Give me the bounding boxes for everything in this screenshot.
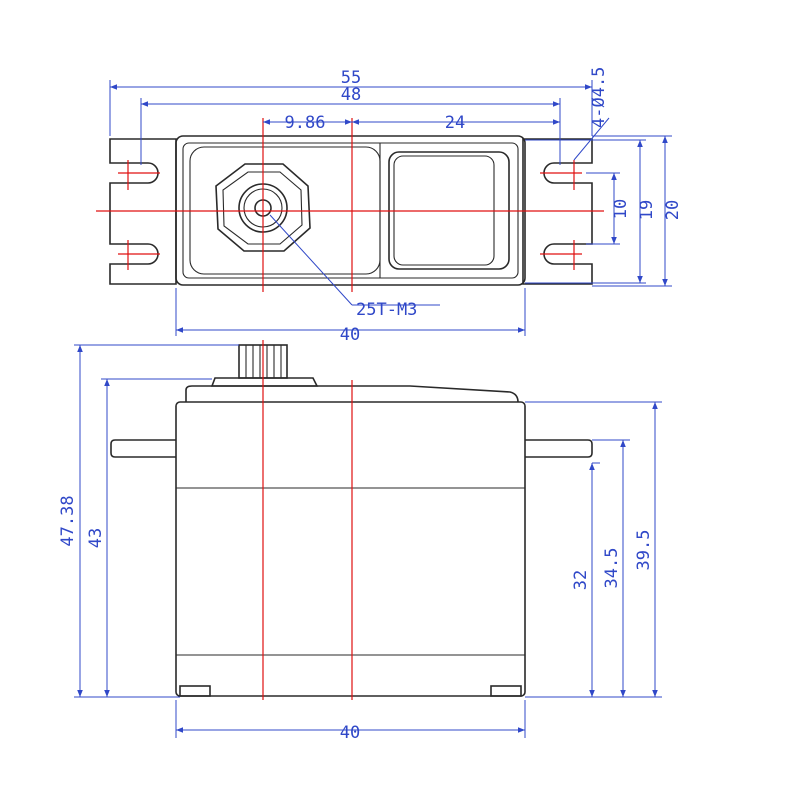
mounting-flange <box>109 138 177 285</box>
dim-mount-34-5: 34.5 <box>602 548 622 589</box>
front-view: 55 48 9.86 24 4-Ø4.5 10 19 20 25T-M3 <box>96 67 683 345</box>
dim-body-width-bottom: 40 <box>340 723 360 743</box>
foot-right <box>490 685 522 697</box>
output-boss-side <box>210 377 319 387</box>
case-body <box>175 401 526 697</box>
output-boss <box>215 163 311 252</box>
output-boss-inner <box>222 171 303 245</box>
dim-hole-vertical: 10 <box>611 199 631 219</box>
side-view: 47.38 43 32 34.5 39.5 40 <box>58 340 662 743</box>
dim-hole-spacing: 48 <box>341 85 361 105</box>
dim-overall-width: 55 <box>341 68 361 88</box>
dim-mount-39-5: 39.5 <box>634 530 654 571</box>
spline-label: 25T-M3 <box>356 300 417 320</box>
dim-body-depth: 19 <box>637 200 657 220</box>
dim-body-width-top: 40 <box>340 325 360 345</box>
dim-mount-32: 32 <box>571 570 591 590</box>
leader-line <box>573 117 610 161</box>
flange-right <box>525 439 593 458</box>
dim-output-to-hole: 24 <box>445 113 465 133</box>
hole-callout: 4-Ø4.5 <box>589 67 609 128</box>
flange-left <box>110 439 176 458</box>
dim-output-offset: 9.86 <box>285 113 326 133</box>
dim-body-height: 43 <box>86 528 106 548</box>
leader-line <box>269 214 353 306</box>
dim-total-height: 47.38 <box>58 495 78 546</box>
dim-flange-depth: 20 <box>663 200 683 220</box>
top-cover-side <box>185 385 519 403</box>
foot-left <box>179 685 211 697</box>
